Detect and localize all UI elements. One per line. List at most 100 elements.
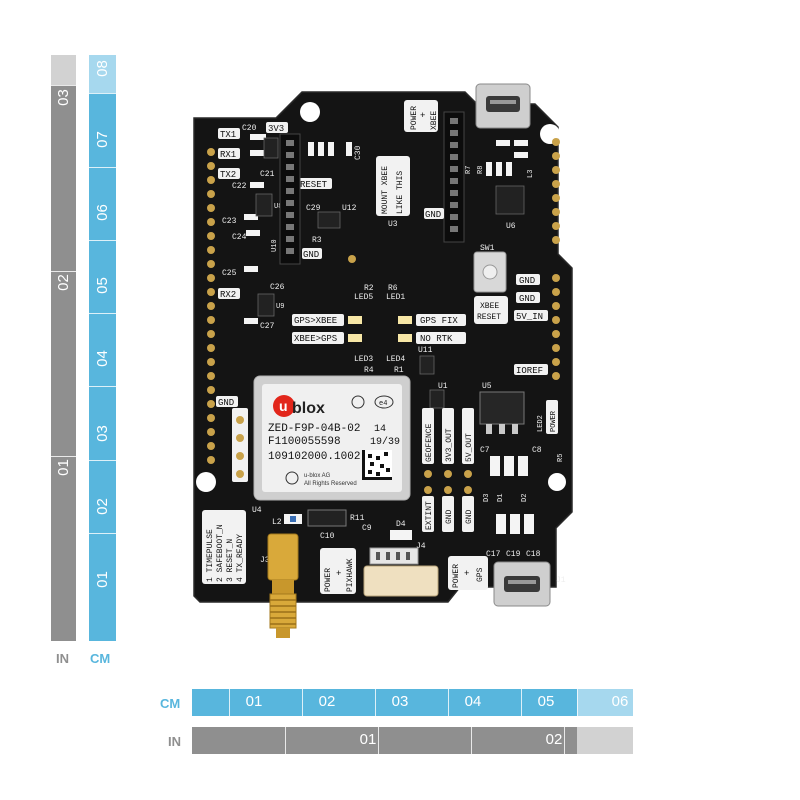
module-copyright-a: u-blox AG xyxy=(304,473,331,479)
label-u1: U1 xyxy=(438,382,448,391)
label-d3: D3 xyxy=(483,494,491,502)
chip-u8 xyxy=(255,193,273,217)
label-c19: C19 xyxy=(506,550,521,559)
label-r2: R2 xyxy=(364,284,374,293)
label-xbee-reset-a: XBEE xyxy=(480,302,499,311)
vertical-cm-ruler-light xyxy=(89,55,116,93)
horizontal-cm-mark-01: 01 xyxy=(245,693,263,710)
label-mount-xbee: MOUNT XBEE xyxy=(381,166,390,214)
vertical-cm-mark-03: 03 xyxy=(94,425,111,442)
pin-list-4: 4 TX_READY xyxy=(236,534,245,582)
label-gnd-left: GND xyxy=(218,398,234,408)
label-gnd-xbee-right: GND xyxy=(425,210,441,220)
label-extint: EXTINT xyxy=(425,501,434,530)
label-led1: LED1 xyxy=(386,293,405,302)
label-power-xbee-a: POWER xyxy=(410,106,419,130)
pin-list-2: 2 SAFEBOOT_N xyxy=(216,524,225,582)
label-l3: L3 xyxy=(527,170,535,178)
vertical-inch-ruler-dark xyxy=(51,85,76,641)
vertical-inch-unit-label: IN xyxy=(56,651,69,666)
horizontal-inch-ruler-dark xyxy=(192,727,577,754)
label-j3: J3 xyxy=(260,556,270,565)
label-d1: D1 xyxy=(497,494,505,502)
vertical-cm-ruler-dark xyxy=(89,93,116,641)
label-led4: LED4 xyxy=(386,355,405,364)
horizontal-inch-ruler-light xyxy=(577,727,633,754)
label-power-gps-c: GPS xyxy=(476,567,485,582)
gnss-pin-header xyxy=(236,416,244,478)
vertical-inch-mark-02: 02 xyxy=(55,274,72,291)
label-c9: C9 xyxy=(362,524,372,533)
label-geofence: GEOFENCE xyxy=(425,423,434,462)
horizontal-cm-mark-05: 05 xyxy=(537,693,555,710)
label-r8: R8 xyxy=(477,166,485,174)
label-u8: U8 xyxy=(274,203,282,211)
label-u3: U3 xyxy=(388,220,398,229)
label-gnd-xbee-left: GND xyxy=(303,250,319,260)
chip-u9 xyxy=(257,293,275,317)
horizontal-cm-mark-06: 06 xyxy=(611,693,629,710)
label-power-xbee-b: + xyxy=(420,111,425,121)
horizontal-cm-ruler-dark xyxy=(192,689,577,716)
module-brand-u: u xyxy=(279,398,288,414)
label-3v3-out: 3V3_OUT xyxy=(445,428,454,462)
horizontal-cm-unit-label: CM xyxy=(160,696,181,711)
horizontal-cm-ruler: 01 02 03 04 05 06 xyxy=(192,689,633,716)
label-power-pix-a: POWER xyxy=(324,568,333,592)
jst-connector xyxy=(363,565,439,597)
label-led5: LED5 xyxy=(354,293,373,302)
label-d4: D4 xyxy=(396,520,406,529)
xbee-socket-right xyxy=(443,111,465,243)
label-c20: C20 xyxy=(242,124,257,133)
regulator-u5 xyxy=(479,391,525,425)
vertical-inch-mark-01: 01 xyxy=(55,459,72,476)
label-c10: C10 xyxy=(320,532,335,541)
chip-r11 xyxy=(307,509,347,527)
chip-u1 xyxy=(429,389,445,409)
pin-list-1: 1 TIMEPULSE xyxy=(206,529,215,582)
label-power-pix-b: + xyxy=(336,569,341,579)
label-c26: C26 xyxy=(270,283,285,292)
label-xbee-gps: XBEE>GPS xyxy=(294,334,337,344)
horizontal-inch-ruler: 01 02 xyxy=(192,727,633,754)
label-3v3: 3V3 xyxy=(268,124,284,134)
vertical-cm-mark-06: 06 xyxy=(94,204,111,221)
sma-antenna-connector xyxy=(267,533,299,638)
label-power-gps-a: POWER xyxy=(452,564,461,588)
label-gnd-right-1: GND xyxy=(519,276,535,286)
mounting-hole xyxy=(300,102,320,122)
label-r11: R11 xyxy=(350,514,365,523)
vertical-inch-mark-03: 03 xyxy=(55,89,72,106)
label-tx2: TX2 xyxy=(220,170,236,180)
label-led3: LED3 xyxy=(354,355,373,364)
label-c7: C7 xyxy=(480,446,490,455)
module-copyright-b: All Rights Reserved xyxy=(304,481,357,487)
vertical-cm-mark-08: 08 xyxy=(94,60,111,77)
mounting-hole xyxy=(548,473,566,491)
label-c25: C25 xyxy=(222,269,237,278)
horizontal-cm-mark-02: 02 xyxy=(318,693,336,710)
vertical-inch-ruler-light xyxy=(51,55,76,85)
xbee-socket-left xyxy=(279,133,301,265)
top-smd-parts xyxy=(308,142,352,156)
label-r4: R4 xyxy=(364,366,374,375)
label-c24: C24 xyxy=(232,233,247,242)
label-power-pix-c: PIXHAWK xyxy=(346,558,355,592)
datamatrix-code xyxy=(362,450,392,480)
label-c21: C21 xyxy=(260,170,275,179)
label-r7: R7 xyxy=(465,166,473,174)
label-led2: LED2 xyxy=(537,415,545,432)
right-header-pins xyxy=(552,138,560,380)
label-power-led: POWER xyxy=(550,410,558,432)
label-r5: R5 xyxy=(557,454,565,462)
vertical-cm-mark-01: 01 xyxy=(94,571,111,588)
module-num1: 14 xyxy=(374,424,386,435)
horizontal-cm-mark-04: 04 xyxy=(464,693,482,710)
xbee-socket-left-holes xyxy=(286,140,294,254)
label-5v-out: 5V_OUT xyxy=(465,433,474,462)
module-serial: F1100055598 xyxy=(268,436,341,448)
e4-badge xyxy=(374,395,394,409)
horizontal-cm-mark-03: 03 xyxy=(391,693,409,710)
left-header-pins xyxy=(207,148,215,464)
label-gnd-right-2: GND xyxy=(519,294,535,304)
